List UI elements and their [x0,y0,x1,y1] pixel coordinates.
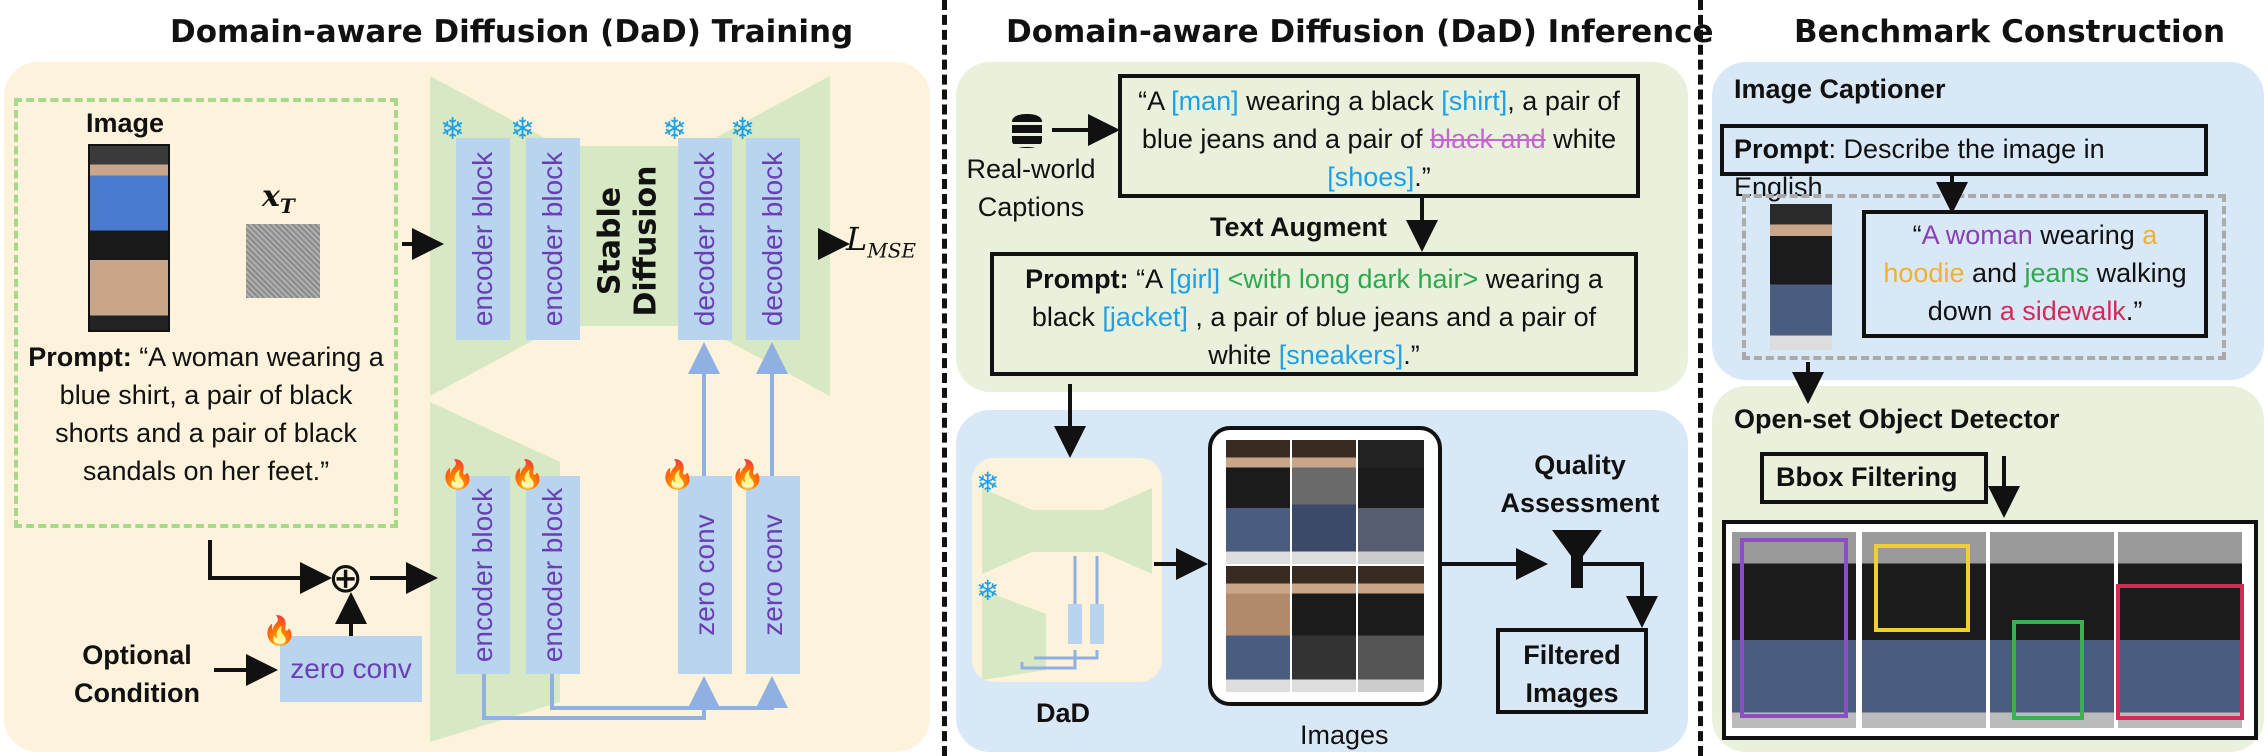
detection-image [1990,532,2114,728]
snowflake-icon: ❄ [730,113,756,146]
caption-output-box: “A woman wearing a hoodie and jeans walk… [1862,210,2208,338]
generated-image [1292,440,1356,564]
real-caption-box: “A [man] wearing a black [shirt], a pair… [1118,74,1640,198]
benchmark-title: Benchmark Construction [1794,14,2226,50]
divider-left [942,0,947,756]
decoder-block-2: decoder block [746,138,800,340]
flame-icon: 🔥 [440,459,475,490]
benchmark-person-photo [1770,204,1832,350]
benchmark-arrows [1792,176,2020,518]
inference-title: Domain-aware Diffusion (DaD) Inference [1006,14,1714,50]
generated-image [1358,566,1424,692]
encoder-block-2: encoder block [526,138,580,340]
noise-label: xT [262,179,295,218]
zero-conv-box: zero conv [280,636,422,702]
flame-icon: 🔥 [262,615,297,646]
input-dashed-box [14,98,398,528]
image-captioner-label: Image Captioner [1734,74,1946,104]
snowflake-icon: ❄ [440,113,466,146]
generated-image [1226,440,1290,564]
open-set-detector-label: Open-set Object Detector [1734,404,2060,434]
zero-conv-block-2: zero conv [746,476,800,674]
zero-conv-block-1: zero conv [678,476,732,674]
image-label: Image [86,108,165,138]
snowflake-icon: ❄ [662,113,688,146]
detection-image [2118,532,2242,728]
flame-icon: 🔥 [730,459,765,490]
bbox-sidewalk [2116,584,2244,720]
loss-label: LMSE [846,220,917,263]
flame-icon: 🔥 [510,459,545,490]
snowflake-icon: ❄ [976,575,1000,606]
divider-right [1698,0,1703,756]
inference-top-panel [956,62,1688,392]
dad-model-shape [982,488,1152,680]
person-photo [88,144,170,332]
training-prompt: Prompt: “A woman wearing a blue shirt, a… [28,342,384,486]
bbox-hoodie [1874,544,1970,632]
snowflake-icon: ❄ [976,467,1000,498]
encoder-block-3: encoder block [456,476,510,674]
caption-dashed-box [1742,194,2226,360]
training-title: Domain-aware Diffusion (DaD) Training [170,14,854,50]
text-augment-label: Text Augment [1210,212,1388,242]
dad-label: DaD [1036,698,1091,728]
encoder-block-1: encoder block [456,138,510,340]
encoder-block-4: encoder block [526,476,580,674]
sum-node: ⊕ [328,554,364,601]
noise-image [246,224,320,298]
bbox-filtering-box: Bbox Filtering [1760,452,1988,504]
bbox-person [1740,538,1848,718]
detection-image [1732,532,1856,728]
flame-icon: 🔥 [660,459,695,490]
generated-image [1226,566,1290,692]
images-label: Images [1300,720,1389,750]
bbox-jeans [2012,620,2084,720]
augmented-prompt-box: Prompt: “A [girl] <with long dark hair> … [990,252,1638,376]
database-icon [1012,114,1042,148]
decoder-block-1: decoder block [678,138,732,340]
optional-condition: Optional Condition [74,640,200,708]
training-arrows [208,228,850,720]
inference-arrows [1052,114,1658,628]
generated-image [1358,440,1424,564]
filter-icon [1552,530,1602,588]
snowflake-icon: ❄ [510,113,536,146]
generated-image [1292,566,1356,692]
